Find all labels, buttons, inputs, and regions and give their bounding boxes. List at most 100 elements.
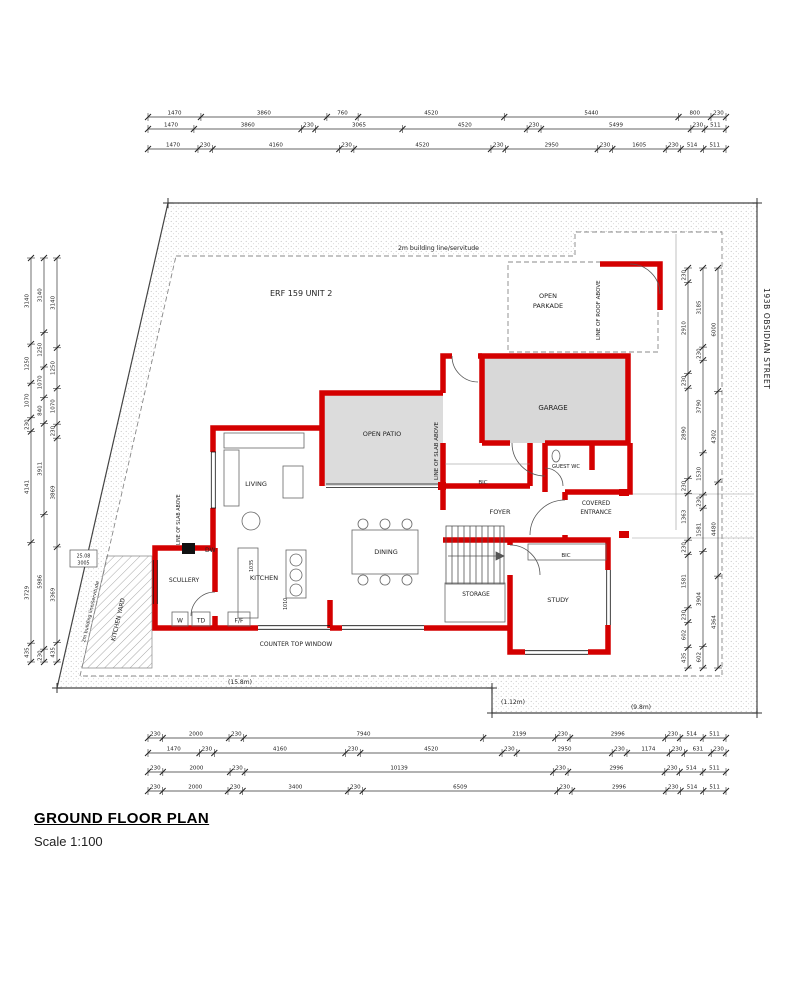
dim-label: 1174: [641, 747, 655, 753]
dim-label: 230: [202, 747, 213, 753]
room-label-covered-entrance: COVERED: [582, 501, 611, 507]
building-line-label: 2m building line/servitude: [398, 245, 479, 252]
door-garage: [511, 442, 546, 477]
dim-label: 230: [682, 542, 688, 553]
dim-label: 2950: [557, 747, 571, 753]
patio-post: [438, 482, 446, 490]
dim-label: 2996: [609, 766, 623, 772]
dim-label: 230: [668, 785, 679, 791]
dim-label: 4520: [424, 111, 438, 117]
wall-study: [443, 537, 611, 655]
dim-label: 5499: [609, 123, 623, 129]
dim-label: 511: [710, 123, 721, 129]
dim-label: 1250: [25, 356, 31, 370]
dim-label: 230: [303, 123, 314, 129]
dim-label: 230: [341, 143, 352, 149]
window-living: [210, 451, 216, 509]
dim-label: 230: [38, 650, 44, 661]
site-length-right: (9.8m): [631, 704, 651, 711]
hob-plate: [289, 583, 303, 597]
dw-label: DW: [205, 547, 216, 554]
dim-label: 3904: [697, 591, 703, 605]
dim-label: 3860: [257, 111, 271, 117]
dim-label: 2199: [512, 732, 526, 738]
building-line: [79, 231, 754, 677]
hob-plate: [289, 553, 303, 567]
dim-label: 230: [555, 766, 566, 772]
kitchen-dim-2: 1010: [283, 598, 289, 610]
room-label-bic2: BIC: [561, 553, 570, 559]
kitchen-island: [285, 549, 307, 599]
dim-label: 7940: [356, 732, 370, 738]
floor-fills: [322, 356, 628, 486]
room-label-study: STUDY: [547, 596, 569, 604]
dim-label: 5986: [38, 574, 44, 588]
room-label-kitchen: KITCHEN: [250, 574, 278, 582]
dim-label: 3369: [51, 587, 57, 601]
dim-label: 1070: [51, 399, 57, 413]
dim-label: 230: [667, 766, 678, 772]
dim-label: 3065: [352, 123, 366, 129]
level-box: [69, 549, 98, 568]
dim-label: 4160: [269, 143, 283, 149]
dim-label: 435: [25, 647, 31, 658]
dim-label: 3869: [51, 485, 57, 499]
room-label-storage: STORAGE: [462, 592, 490, 598]
door-wc: [544, 467, 564, 487]
dim-label: 511: [709, 766, 720, 772]
room-label-foyer: FOYER: [489, 508, 511, 516]
garage-floor: [482, 356, 628, 443]
door-parkade: [629, 263, 661, 295]
dim-label: 10139: [390, 766, 408, 772]
sofa-side: [223, 449, 240, 507]
dim-label: 230: [713, 111, 724, 117]
dim-label: 3400: [288, 785, 302, 791]
fridge-box: [227, 611, 251, 627]
svg-text:PARKADE: PARKADE: [533, 302, 563, 310]
dim-label: 760: [337, 111, 348, 117]
doors: [190, 263, 661, 617]
room-label-bic1: BIC: [478, 480, 487, 486]
dim-label: 230: [682, 270, 688, 281]
dim-label: 511: [709, 143, 720, 149]
storage-closet: [444, 582, 506, 623]
dim-label: 230: [557, 732, 568, 738]
dim-label: 800: [689, 111, 700, 117]
washer-label: W: [177, 618, 183, 625]
dim-label: 230: [230, 785, 241, 791]
dim-label: 435: [51, 647, 57, 658]
dim-label: 230: [493, 143, 504, 149]
dim-label: 230: [231, 732, 242, 738]
room-label-open-parkade: OPEN: [539, 292, 557, 300]
dim-label: 1581: [697, 523, 703, 537]
sofa-long: [223, 432, 305, 449]
dim-label: 1605: [632, 143, 646, 149]
dim-label: 230: [51, 425, 57, 436]
street-label: 193B OBSIDIAN STREET: [762, 288, 771, 389]
dim-label: 4364: [712, 615, 718, 629]
kitchen-counter: [237, 547, 259, 619]
dim-label: 3911: [38, 462, 44, 476]
dim-label: 4302: [712, 430, 718, 444]
dim-label: 230: [559, 785, 570, 791]
entrance-column-2: [619, 531, 629, 538]
title-block: GROUND FLOOR PLAN Scale 1:100: [34, 810, 209, 849]
room-label-dining: DINING: [374, 548, 398, 556]
dim-label: 1530: [697, 466, 703, 480]
dim-label: 4160: [273, 747, 287, 753]
roof-above-label: LINE OF ROOF ABOVE: [596, 280, 602, 340]
dim-label: 511: [709, 732, 720, 738]
window-scullery: [152, 560, 158, 604]
dim-label: 3790: [697, 399, 703, 413]
dim-label: 230: [600, 143, 611, 149]
